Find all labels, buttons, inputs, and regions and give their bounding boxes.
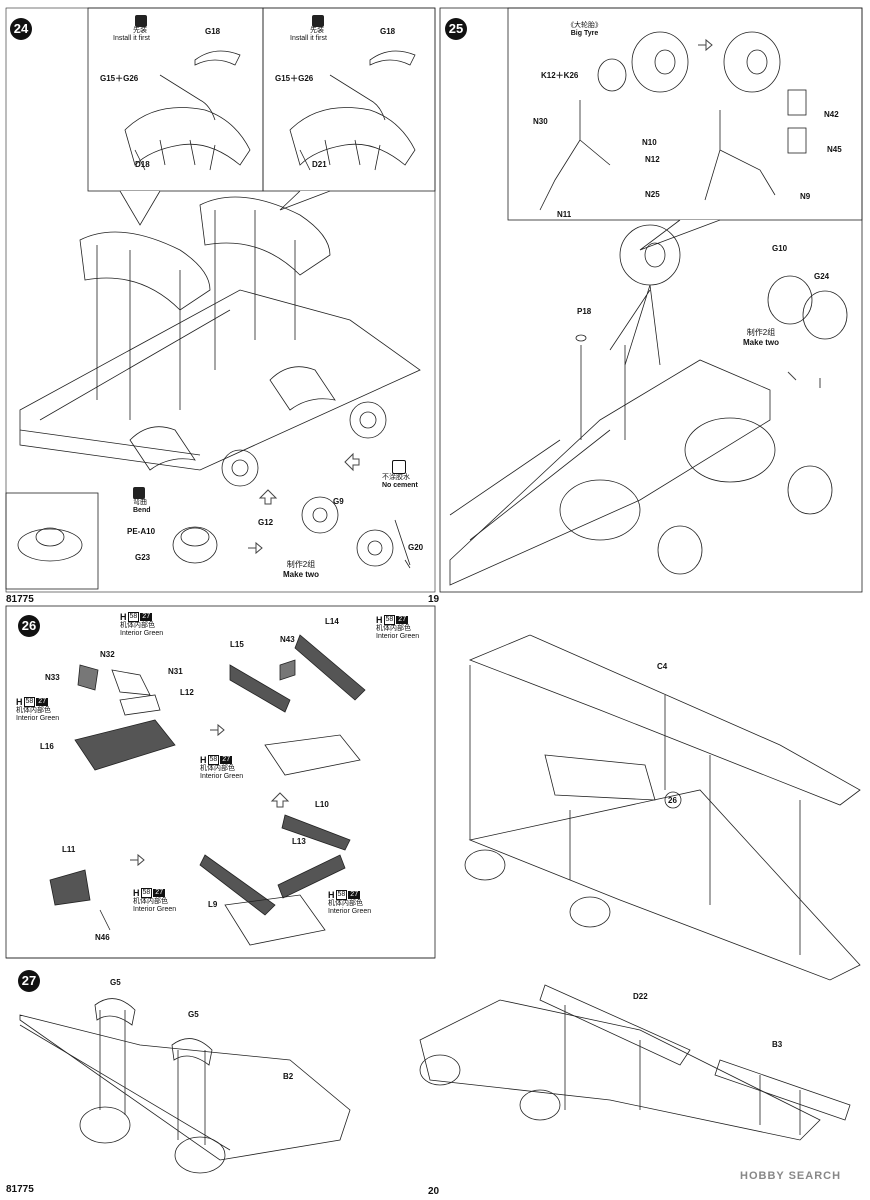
part-g23: G23	[135, 553, 151, 562]
page-number-bottom: 20	[428, 1186, 440, 1197]
part-n10: N10	[642, 138, 657, 147]
step-number-25: 25	[445, 18, 467, 40]
part-b2: B2	[283, 1072, 294, 1081]
part-g18: G18	[380, 27, 396, 36]
part-n33: N33	[45, 673, 60, 682]
hobby-search-watermark: HOBBY SEARCH	[740, 1170, 842, 1182]
part-k12-k26: K12＋K26	[541, 71, 579, 80]
bend-note: 弯曲 Bend	[133, 487, 151, 515]
part-g20: G20	[408, 543, 424, 552]
part-l14: L14	[325, 617, 339, 626]
no-cement-note: 不涂胶水 No cement	[382, 460, 418, 490]
step-number-24: 24	[10, 18, 32, 40]
step-number-27: 27	[18, 970, 40, 992]
part-d22: D22	[633, 992, 648, 1001]
make-two-en: Make two	[283, 570, 320, 579]
bend-en: Bend	[133, 507, 151, 514]
part-n11: N11	[557, 210, 572, 219]
part-n46: N46	[95, 933, 110, 942]
part-g5: G5	[188, 1010, 199, 1019]
make-two-cn: 制作2组	[286, 560, 316, 569]
part-n12: N12	[645, 155, 660, 164]
part-n31: N31	[168, 667, 183, 676]
install-first-cn: 先装	[310, 27, 324, 34]
kit-code-top: 81775	[6, 594, 34, 605]
part-n25: N25	[645, 190, 660, 199]
install-first-callout-right: 先装 Install it first	[290, 15, 327, 43]
part-l15: L15	[230, 640, 244, 649]
bend-cn: 弯曲	[133, 499, 147, 506]
part-p18: P18	[577, 307, 592, 316]
part-n30: N30	[533, 117, 548, 126]
no-glue-icon	[392, 460, 406, 474]
part-n43: N43	[280, 635, 295, 644]
part-l16: L16	[40, 742, 54, 751]
glue-warning-icon	[135, 15, 147, 27]
part-n9: N9	[800, 192, 811, 201]
install-first-callout-left: 先装 Install it first	[113, 15, 150, 43]
install-first-en: Install it first	[113, 35, 150, 42]
part-g10: G10	[772, 244, 788, 253]
no-cement-en: No cement	[382, 482, 418, 489]
part-g15-g26: G15＋G26	[275, 74, 314, 83]
part-g15-g26: G15＋G26	[100, 74, 139, 83]
part-g5: G5	[110, 978, 121, 987]
part-n32: N32	[100, 650, 115, 659]
part-g12: G12	[258, 518, 274, 527]
part-d18: D18	[135, 160, 150, 169]
no-cement-cn: 不涂胶水	[382, 474, 410, 481]
bend-icon	[133, 487, 145, 499]
big-tyre-note: 《大轮胎》 Big Tyre	[567, 22, 602, 38]
install-first-en: Install it first	[290, 35, 327, 42]
glue-warning-icon	[312, 15, 324, 27]
make-two-cn: 制作2组	[746, 328, 776, 337]
part-g24: G24	[814, 272, 830, 281]
part-l12: L12	[180, 688, 194, 697]
part-c4: C4	[657, 662, 668, 671]
make-two-note: 制作2组 Make two	[283, 560, 319, 580]
part-l11: L11	[62, 845, 76, 854]
make-two-en: Make two	[743, 338, 780, 347]
part-pe-a10: PE-A10	[127, 527, 156, 536]
part-l9: L9	[208, 900, 218, 909]
make-two-note-25: 制作2组 Make two	[743, 328, 779, 348]
kit-code-bottom: 81775	[6, 1184, 34, 1195]
part-b3: B3	[772, 1040, 783, 1049]
step-reference-26: 26	[668, 796, 677, 805]
step-number-26: 26	[18, 615, 40, 637]
part-n45: N45	[827, 145, 842, 154]
page-number-top: 19	[428, 594, 440, 605]
big-tyre-en: Big Tyre	[570, 30, 599, 37]
part-d21: D21	[312, 160, 327, 169]
big-tyre-cn: 《大轮胎》	[567, 22, 602, 29]
part-l13: L13	[292, 837, 306, 846]
part-g9: G9	[333, 497, 344, 506]
part-g18: G18	[205, 27, 221, 36]
part-n42: N42	[824, 110, 839, 119]
install-first-cn: 先装	[133, 27, 147, 34]
part-l10: L10	[315, 800, 329, 809]
